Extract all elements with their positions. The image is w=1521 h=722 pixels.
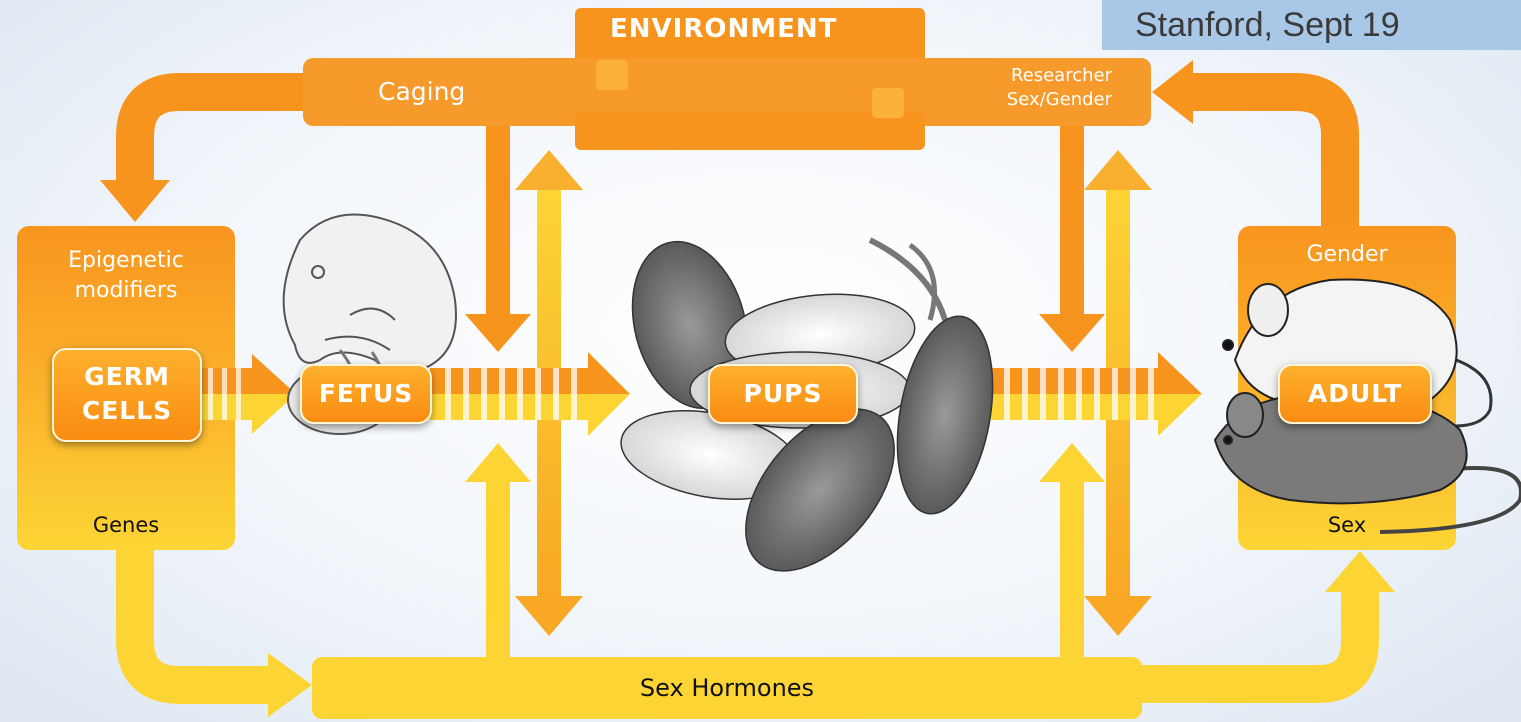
environment-title: ENVIRONMENT [610, 14, 837, 44]
researcher-down-arrow [1039, 314, 1105, 352]
genes-label: Genes [17, 513, 235, 537]
pups-to-adult-arrow [990, 352, 1202, 436]
gender-label: Gender [1238, 242, 1456, 267]
researcher-label-line2: Sex/Gender [962, 88, 1112, 112]
conference-stamp: Stanford, Sept 19 [1102, 0, 1521, 50]
hormones-to-sex-arrow [1140, 590, 1360, 684]
fetus-node: FETUS [300, 364, 432, 424]
gender-to-env-arrow [1190, 92, 1340, 228]
hormones-up-arrow-left [465, 443, 531, 482]
fetus-to-pups-arrow [430, 352, 630, 436]
sex-label: Sex [1238, 513, 1456, 537]
researcher-label: Researcher Sex/Gender [962, 64, 1112, 112]
sex-hormones-label: Sex Hormones [312, 674, 1142, 702]
double-arrow-right-top [1084, 150, 1152, 190]
double-arrow-left-bottom [515, 596, 583, 636]
genes-to-hormones-arrow [135, 550, 268, 685]
double-arrow-right-bottom [1084, 596, 1152, 636]
env-to-epigenetic-arrow [135, 92, 303, 180]
germ-cells-line1: GERM [54, 360, 200, 394]
adult-node: ADULT [1278, 364, 1432, 424]
double-arrow-left-top [515, 150, 583, 190]
epigenetic-label-line2: modifiers [17, 276, 235, 306]
germ-cells-node: GERM CELLS [52, 348, 202, 442]
caging-down-arrow [465, 314, 531, 352]
pups-node: PUPS [708, 364, 858, 424]
epigenetic-label: Epigenetic modifiers [17, 246, 235, 306]
hormones-up-arrow-right [1039, 443, 1105, 482]
caging-label: Caging [378, 77, 465, 106]
germ-cells-line2: CELLS [54, 394, 200, 428]
researcher-label-line1: Researcher [962, 64, 1112, 88]
epigenetic-label-line1: Epigenetic [17, 246, 235, 276]
